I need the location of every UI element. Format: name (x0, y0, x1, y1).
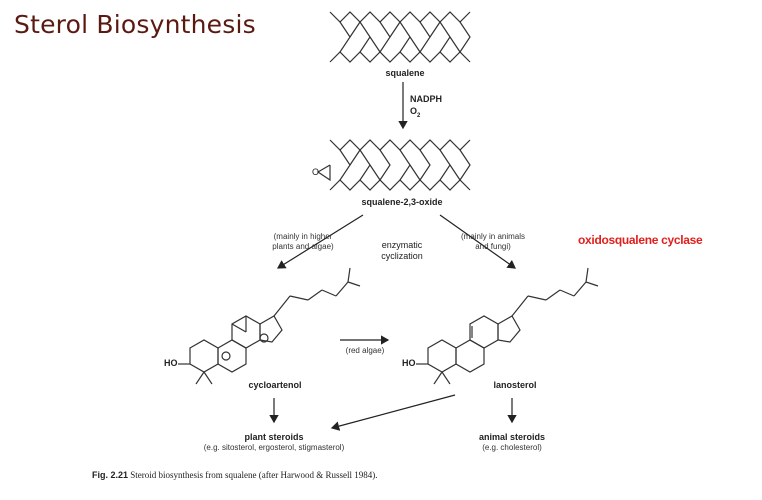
epoxide-o-label: O (312, 167, 320, 177)
page-title: Sterol Biosynthesis (14, 10, 256, 39)
ho-lanosterol: HO (402, 358, 416, 368)
figure-number: Fig. 2.21 (92, 470, 129, 480)
squalene-label: squalene (385, 68, 425, 78)
o2-label: O2 (410, 106, 421, 119)
plant-steroids-label: plant steroids (244, 432, 304, 442)
figure-caption: Fig. 2.21 Steroid biosynthesis from squa… (92, 470, 377, 480)
enzyme-label: oxidosqualene cyclase (578, 233, 703, 247)
squalene-oxide-structure (316, 139, 471, 191)
lanosterol-label: lanosterol (493, 380, 537, 390)
plant-steroids-examples: (e.g. sitosterol, ergosterol, stigmaster… (203, 443, 345, 452)
nadph-label: NADPH (410, 94, 443, 104)
lanosterol-structure (416, 267, 599, 385)
squalene-oxide-label: squalene-2,3-oxide (361, 197, 443, 207)
arrow-to-cycloartenol (276, 214, 364, 269)
red-algae-label: (red algae) (345, 346, 385, 355)
figure-caption-text: Steroid biosynthesis from squalene (afte… (130, 470, 378, 480)
squalene-structure (329, 11, 471, 63)
cycloartenol-structure (178, 267, 361, 385)
ho-cycloartenol: HO (164, 358, 178, 368)
cycloartenol-label: cycloartenol (248, 380, 302, 390)
arrow-lanosterol-to-plant (330, 394, 456, 431)
animal-steroids-examples: (e.g. cholesterol) (482, 443, 542, 452)
animal-steroids-label: animal steroids (478, 432, 546, 442)
arrow-to-lanosterol (439, 214, 516, 269)
